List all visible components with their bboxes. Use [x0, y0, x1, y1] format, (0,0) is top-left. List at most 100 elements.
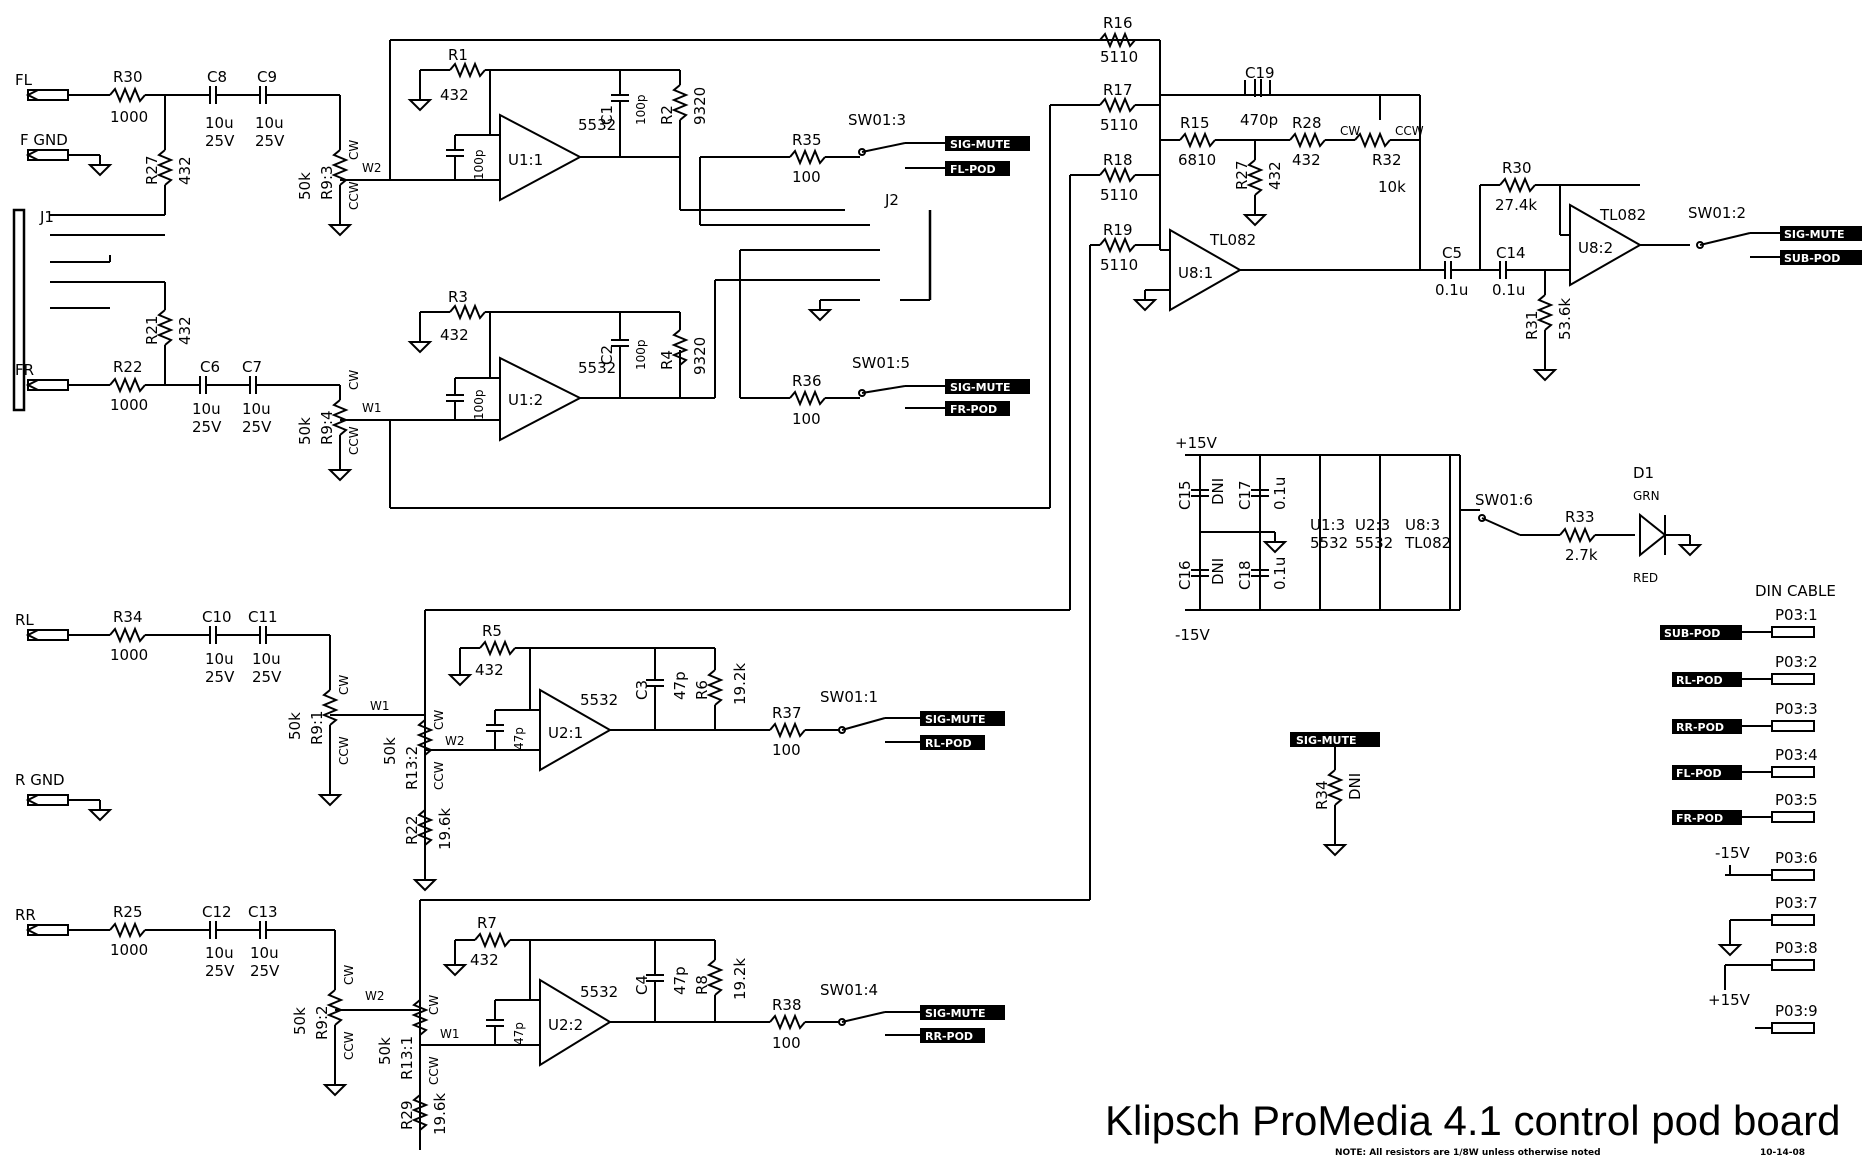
- c8-volt: 25V: [205, 132, 235, 150]
- din-net-6: -15V: [1715, 844, 1750, 862]
- r30b-val: 27.4k: [1495, 196, 1537, 214]
- r34b-val: DNI: [1346, 773, 1364, 800]
- c10-volt: 25V: [205, 668, 235, 686]
- r6-ref: R6: [693, 680, 711, 700]
- r3-ref: R3: [448, 288, 468, 306]
- r18-val: 5110: [1100, 186, 1138, 204]
- r38-ref: R38: [772, 996, 802, 1014]
- r4-ref: R4: [658, 350, 676, 370]
- r1-ref: R1: [448, 46, 468, 64]
- c18-val: 0.1u: [1271, 557, 1289, 590]
- tag-sig-mute-2: SIG-MUTE: [950, 381, 1011, 394]
- r38-val: 100: [772, 1034, 801, 1052]
- r32-val: 10k: [1378, 178, 1406, 196]
- r94-wiper: W1: [362, 401, 382, 415]
- u22-ref: U2:2: [548, 1016, 583, 1034]
- fgnd-connector: F GND: [20, 131, 111, 176]
- u82-ref: U8:2: [1578, 239, 1613, 257]
- c12-val: 10u: [205, 944, 234, 962]
- c12-volt: 25V: [205, 962, 235, 980]
- din-net-4: FL-POD: [1676, 767, 1722, 780]
- u82-part: TL082: [1599, 206, 1646, 224]
- c10-val: 10u: [205, 650, 234, 668]
- c6-ref: C6: [200, 358, 220, 376]
- sw012-ref: SW01:2: [1688, 204, 1746, 222]
- r21-ref: R21: [143, 315, 161, 345]
- c3-ref: C3: [633, 680, 651, 700]
- r91-val: 50k: [286, 712, 304, 740]
- r131-wiper: W1: [440, 1027, 460, 1041]
- board-date: 10-14-08: [1760, 1148, 1805, 1158]
- r91-ccw: CCW: [337, 736, 351, 765]
- rl-channel: RL R34 1000 C10 10u 25V C11 10u 25V R9:1…: [15, 588, 1071, 891]
- u1-2-stage: U1:2 5532 R3 432 100p C2 100p R4 9320: [389, 288, 1050, 509]
- r16-val: 5110: [1100, 48, 1138, 66]
- c100p-u1: 100p: [472, 149, 486, 180]
- r94-ref: R9:4: [318, 410, 336, 445]
- u22-part: 5532: [580, 983, 618, 1001]
- tag-sub-pod-1: SUB-POD: [1784, 252, 1840, 265]
- tag-rr-pod-1: RR-POD: [925, 1030, 973, 1043]
- c14-ref: C14: [1496, 244, 1526, 262]
- r36-val: 100: [792, 410, 821, 428]
- din-pin-1: SUB-POD P03:1: [1660, 606, 1818, 640]
- din-pin-8-label: P03:8: [1775, 939, 1818, 957]
- c8-ref: C8: [207, 68, 227, 86]
- r92-ref: R9:2: [313, 1005, 331, 1040]
- r91-ref: R9:1: [308, 710, 326, 745]
- u21-part: 5532: [580, 691, 618, 709]
- u12-ref: U1:2: [508, 391, 543, 409]
- din-pin-3-label: P03:3: [1775, 700, 1818, 718]
- c13-ref: C13: [248, 903, 278, 921]
- din-net-2: RL-POD: [1676, 674, 1723, 687]
- din-pin-2: RL-POD P03:2: [1672, 653, 1818, 687]
- fl-label: FL: [15, 71, 33, 89]
- c17-ref: C17: [1236, 480, 1254, 510]
- c8-val: 10u: [205, 114, 234, 132]
- rr-channel: RR R25 1000 C12 10u 25V C13 10u 25V R9:2…: [15, 899, 1090, 1150]
- sub-filter: U8:1 TL082 R15 6810 R27 432 R28 432 C19 …: [1134, 64, 1862, 381]
- r35-ref: R35: [792, 131, 822, 149]
- u83-ref: U8:3: [1405, 516, 1440, 534]
- c1-val: 100p: [634, 94, 648, 125]
- r94-ccw: CCW: [347, 426, 361, 455]
- u12-part: 5532: [578, 359, 616, 377]
- u2-1-stage: U2:1 5532 R5 432 47p C3 47p R6 19.2k R37…: [449, 622, 1005, 772]
- c19-ref: C19: [1245, 64, 1275, 82]
- c9-val: 10u: [255, 114, 284, 132]
- din-pin-5-label: P03:5: [1775, 791, 1818, 809]
- r27b-ref: R27: [1233, 160, 1251, 190]
- din-pin-9: P03:9: [1755, 1002, 1818, 1034]
- summing-network: R16 5110 R17 5110 R18 5110 R19 5110: [1049, 14, 1170, 900]
- din-cable: DIN CABLE SUB-POD P03:1 RL-POD P03:2 RR-…: [1660, 582, 1836, 1034]
- c7-volt: 25V: [242, 418, 272, 436]
- r132-cw: CW: [432, 710, 446, 730]
- tag-sig-mute-3: SIG-MUTE: [1784, 228, 1845, 241]
- r29-ref: R29: [398, 1100, 416, 1130]
- u83-part: TL082: [1404, 534, 1451, 552]
- r15-val: 6810: [1178, 151, 1216, 169]
- sw014-ref: SW01:4: [820, 981, 878, 999]
- u1-1-stage: U1:1 5532 R1 432 100p C1 100p R2 9320: [389, 39, 1160, 211]
- r5-val: 432: [475, 661, 504, 679]
- d1-grn: GRN: [1633, 489, 1660, 503]
- board-note: NOTE: All resistors are 1/8W unless othe…: [1335, 1148, 1601, 1158]
- r92-val: 50k: [291, 1007, 309, 1035]
- r35-val: 100: [792, 168, 821, 186]
- r132-val: 50k: [381, 737, 399, 765]
- r93-ccw: CCW: [347, 181, 361, 210]
- r131-ref: R13:1: [398, 1036, 416, 1080]
- c12-ref: C12: [202, 903, 232, 921]
- sw016-ref: SW01:6: [1475, 491, 1533, 509]
- r19-val: 5110: [1100, 256, 1138, 274]
- din-pin-6-label: P03:6: [1775, 849, 1818, 867]
- c5-ref: C5: [1442, 244, 1462, 262]
- rl-label: RL: [15, 611, 34, 629]
- r93-cw: CW: [347, 140, 361, 160]
- sw015-ref: SW01:5: [852, 354, 910, 372]
- c4-ref: C4: [633, 975, 651, 995]
- din-title: DIN CABLE: [1755, 582, 1836, 600]
- tag-sig-mute-5: SIG-MUTE: [925, 1007, 986, 1020]
- r25-val: 1000: [110, 941, 148, 959]
- tag-sig-mute-1: SIG-MUTE: [950, 138, 1011, 151]
